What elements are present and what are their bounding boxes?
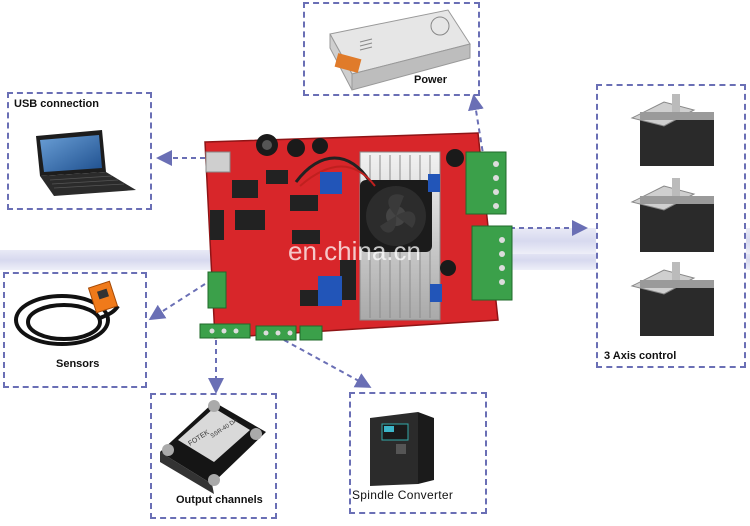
arrow-to-spindle <box>283 339 372 388</box>
axis-control-label: 3 Axis control <box>604 350 677 362</box>
spindle-converter-image <box>370 412 434 486</box>
stepper-motor-image <box>630 178 714 252</box>
stepper-motor-image <box>630 262 714 336</box>
laptop-image <box>36 130 136 196</box>
sensor-image <box>14 280 120 346</box>
output-channels-label: Output channels <box>176 494 263 506</box>
watermark-text: en.china.cn <box>288 236 421 266</box>
controller-board <box>199 132 513 341</box>
usb-connection-label: USB connection <box>14 98 99 110</box>
power-supply-image <box>329 9 471 91</box>
arrow-to-power <box>468 94 485 161</box>
power-label: Power <box>414 74 448 86</box>
spindle-converter-label: Spindle Converter <box>352 488 454 502</box>
arrow-to-sensors <box>148 283 206 321</box>
stepper-motor-image <box>630 94 714 166</box>
sensors-module-box <box>3 272 147 388</box>
sensors-label: Sensors <box>56 358 100 370</box>
relay-image <box>160 400 266 494</box>
